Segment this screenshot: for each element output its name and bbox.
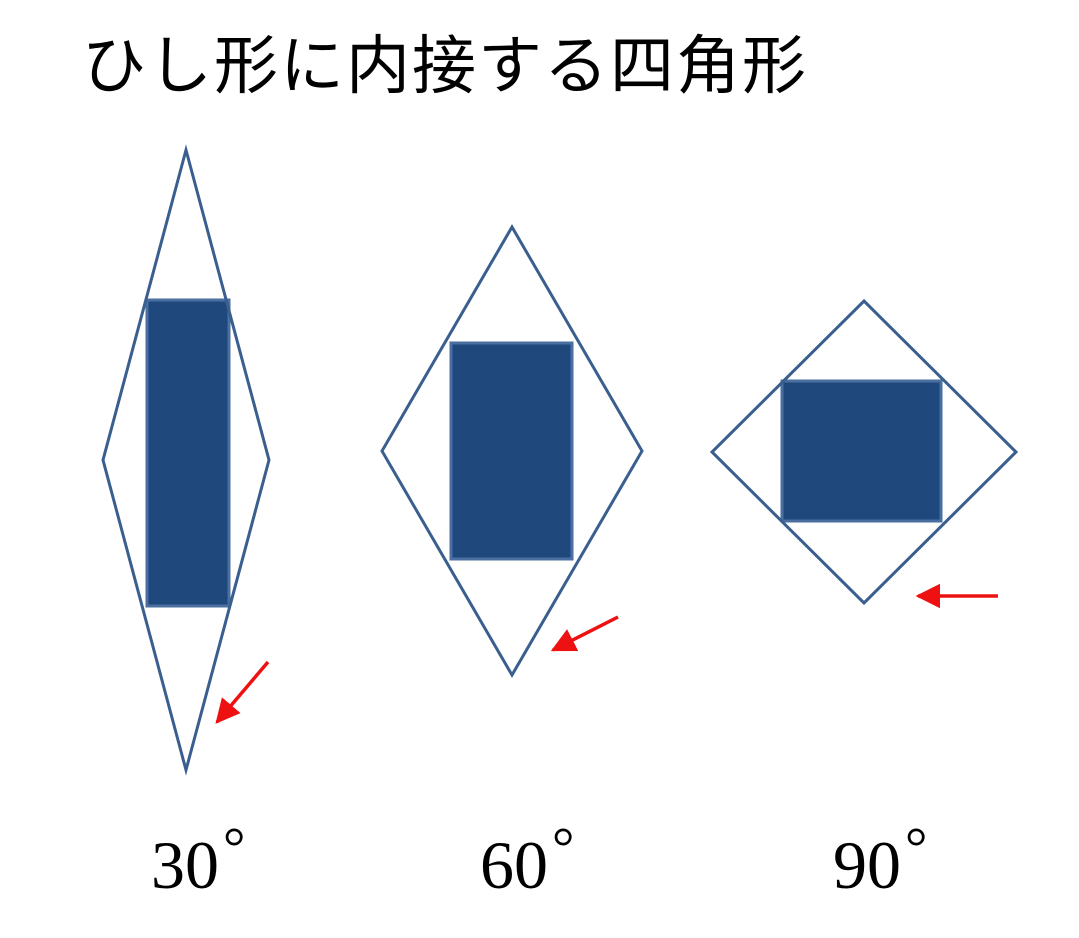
angle-value: 30 [151,827,219,903]
inscribed-rectangle-30 [145,298,231,608]
figure-60 [380,224,644,678]
angle-value: 90 [833,827,901,903]
angle-label-90: 90° [833,808,927,905]
inscribed-rectangle-60 [449,341,574,561]
degree-symbol: ° [905,817,928,879]
degree-symbol: ° [552,817,575,879]
angle-label-30: 30° [151,808,245,905]
figure-30 [101,144,271,776]
rhombus-30 [101,144,271,776]
rhombus-90 [709,298,1019,606]
red-arrow-30 [215,660,270,724]
angle-label-60: 60° [480,808,574,905]
rhombus-60 [380,224,644,678]
slide-title: ひし形に内接する四角形 [82,30,808,104]
angle-value: 60 [480,827,548,903]
degree-symbol: ° [223,817,246,879]
inscribed-rectangle-90 [780,379,943,523]
red-arrow-60 [550,615,619,652]
figure-90 [709,298,1019,609]
